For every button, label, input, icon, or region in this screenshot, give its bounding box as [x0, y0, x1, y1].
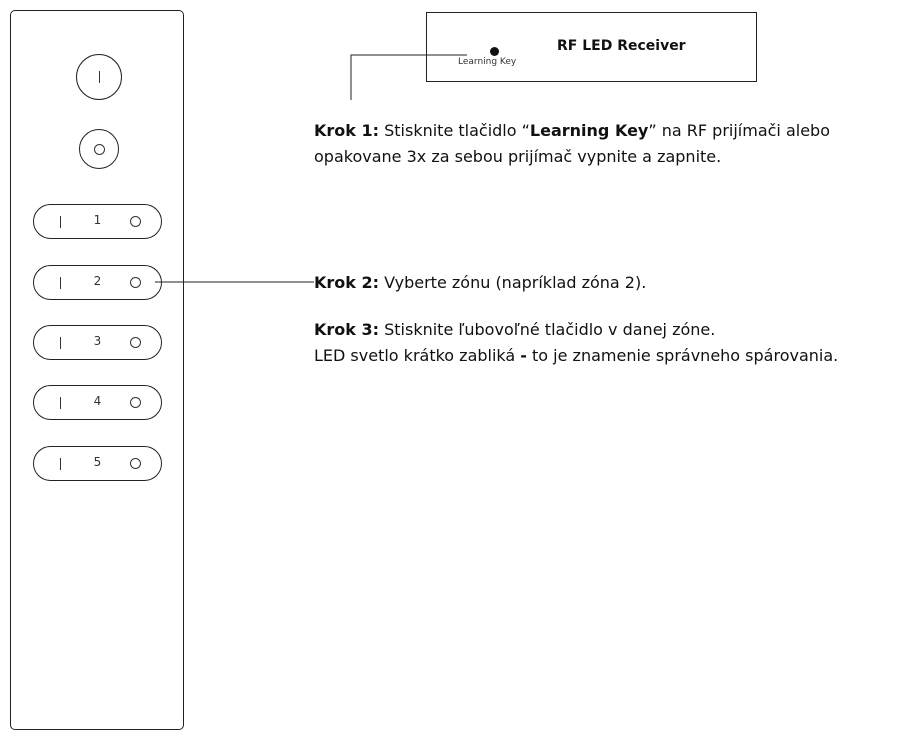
zone-on-icon	[60, 216, 61, 228]
zone-number: 5	[93, 455, 102, 469]
step-2-label: Krok 2:	[314, 273, 380, 292]
zone-off-icon	[130, 337, 141, 348]
step-1-line-2: opakovane 3x za sebou prijímač vypnite a…	[314, 147, 722, 166]
zone-number: 3	[93, 334, 102, 348]
zone-4-button[interactable]: 4	[33, 385, 162, 420]
step-2-text: Vyberte zónu (napríklad zóna 2).	[379, 273, 647, 292]
step-3-text: Stisknite ľubovoľné tlačidlo v danej zón…	[379, 320, 716, 339]
zone-on-icon	[60, 397, 61, 409]
step-3-line-1: Krok 3: Stisknite ľubovoľné tlačidlo v d…	[314, 317, 838, 343]
zone2-connector-line	[155, 281, 314, 283]
receiver-title: RF LED Receiver	[557, 38, 686, 54]
rf-led-receiver: Learning Key RF LED Receiver	[426, 12, 757, 82]
power-off-ring-icon	[93, 143, 105, 155]
step-3-line-2-a: LED svetlo krátko zabliká	[314, 346, 521, 365]
step-3-line-2: LED svetlo krátko zabliká - to je znamen…	[314, 343, 838, 369]
learning-key-connector-line	[350, 54, 467, 100]
zone-off-icon	[130, 216, 141, 227]
step-1-key: Learning Key	[529, 121, 649, 140]
zone-1-button[interactable]: 1	[33, 204, 162, 239]
step-3-line-2-b: to je znamenie správneho spárovania.	[526, 346, 839, 365]
zone-off-icon	[130, 458, 141, 469]
step-1-text-a: Stisknite tlačidlo “	[379, 121, 530, 140]
zone-off-icon	[130, 277, 141, 288]
step-1-line-1: Krok 1: Stisknite tlačidlo “Learning Key…	[314, 118, 830, 144]
step-1: Krok 1: Stisknite tlačidlo “Learning Key…	[314, 118, 830, 170]
zone-2-button[interactable]: 2	[33, 265, 162, 300]
step-1-text-b: ” na RF prijímači alebo	[648, 121, 830, 140]
power-on-button[interactable]	[76, 54, 122, 100]
power-on-bar-icon	[98, 71, 100, 83]
remote-control: 1 2 3 4 5	[10, 10, 184, 730]
zone-number: 4	[93, 394, 102, 408]
step-3-label: Krok 3:	[314, 320, 380, 339]
step-1-label: Krok 1:	[314, 121, 380, 140]
step-2: Krok 2: Vyberte zónu (napríklad zóna 2).	[314, 270, 646, 296]
zone-on-icon	[60, 458, 61, 470]
step-3: Krok 3: Stisknite ľubovoľné tlačidlo v d…	[314, 317, 838, 369]
zone-5-button[interactable]: 5	[33, 446, 162, 481]
zone-on-icon	[60, 277, 61, 289]
learning-key-label: Learning Key	[458, 57, 517, 67]
zone-off-icon	[130, 397, 141, 408]
zone-on-icon	[60, 337, 61, 349]
zone-3-button[interactable]: 3	[33, 325, 162, 360]
power-off-button[interactable]	[79, 129, 119, 169]
zone-number: 2	[93, 274, 102, 288]
step-3-dash: -	[520, 346, 527, 365]
zone-number: 1	[93, 213, 102, 227]
learning-key-button[interactable]	[490, 47, 499, 56]
